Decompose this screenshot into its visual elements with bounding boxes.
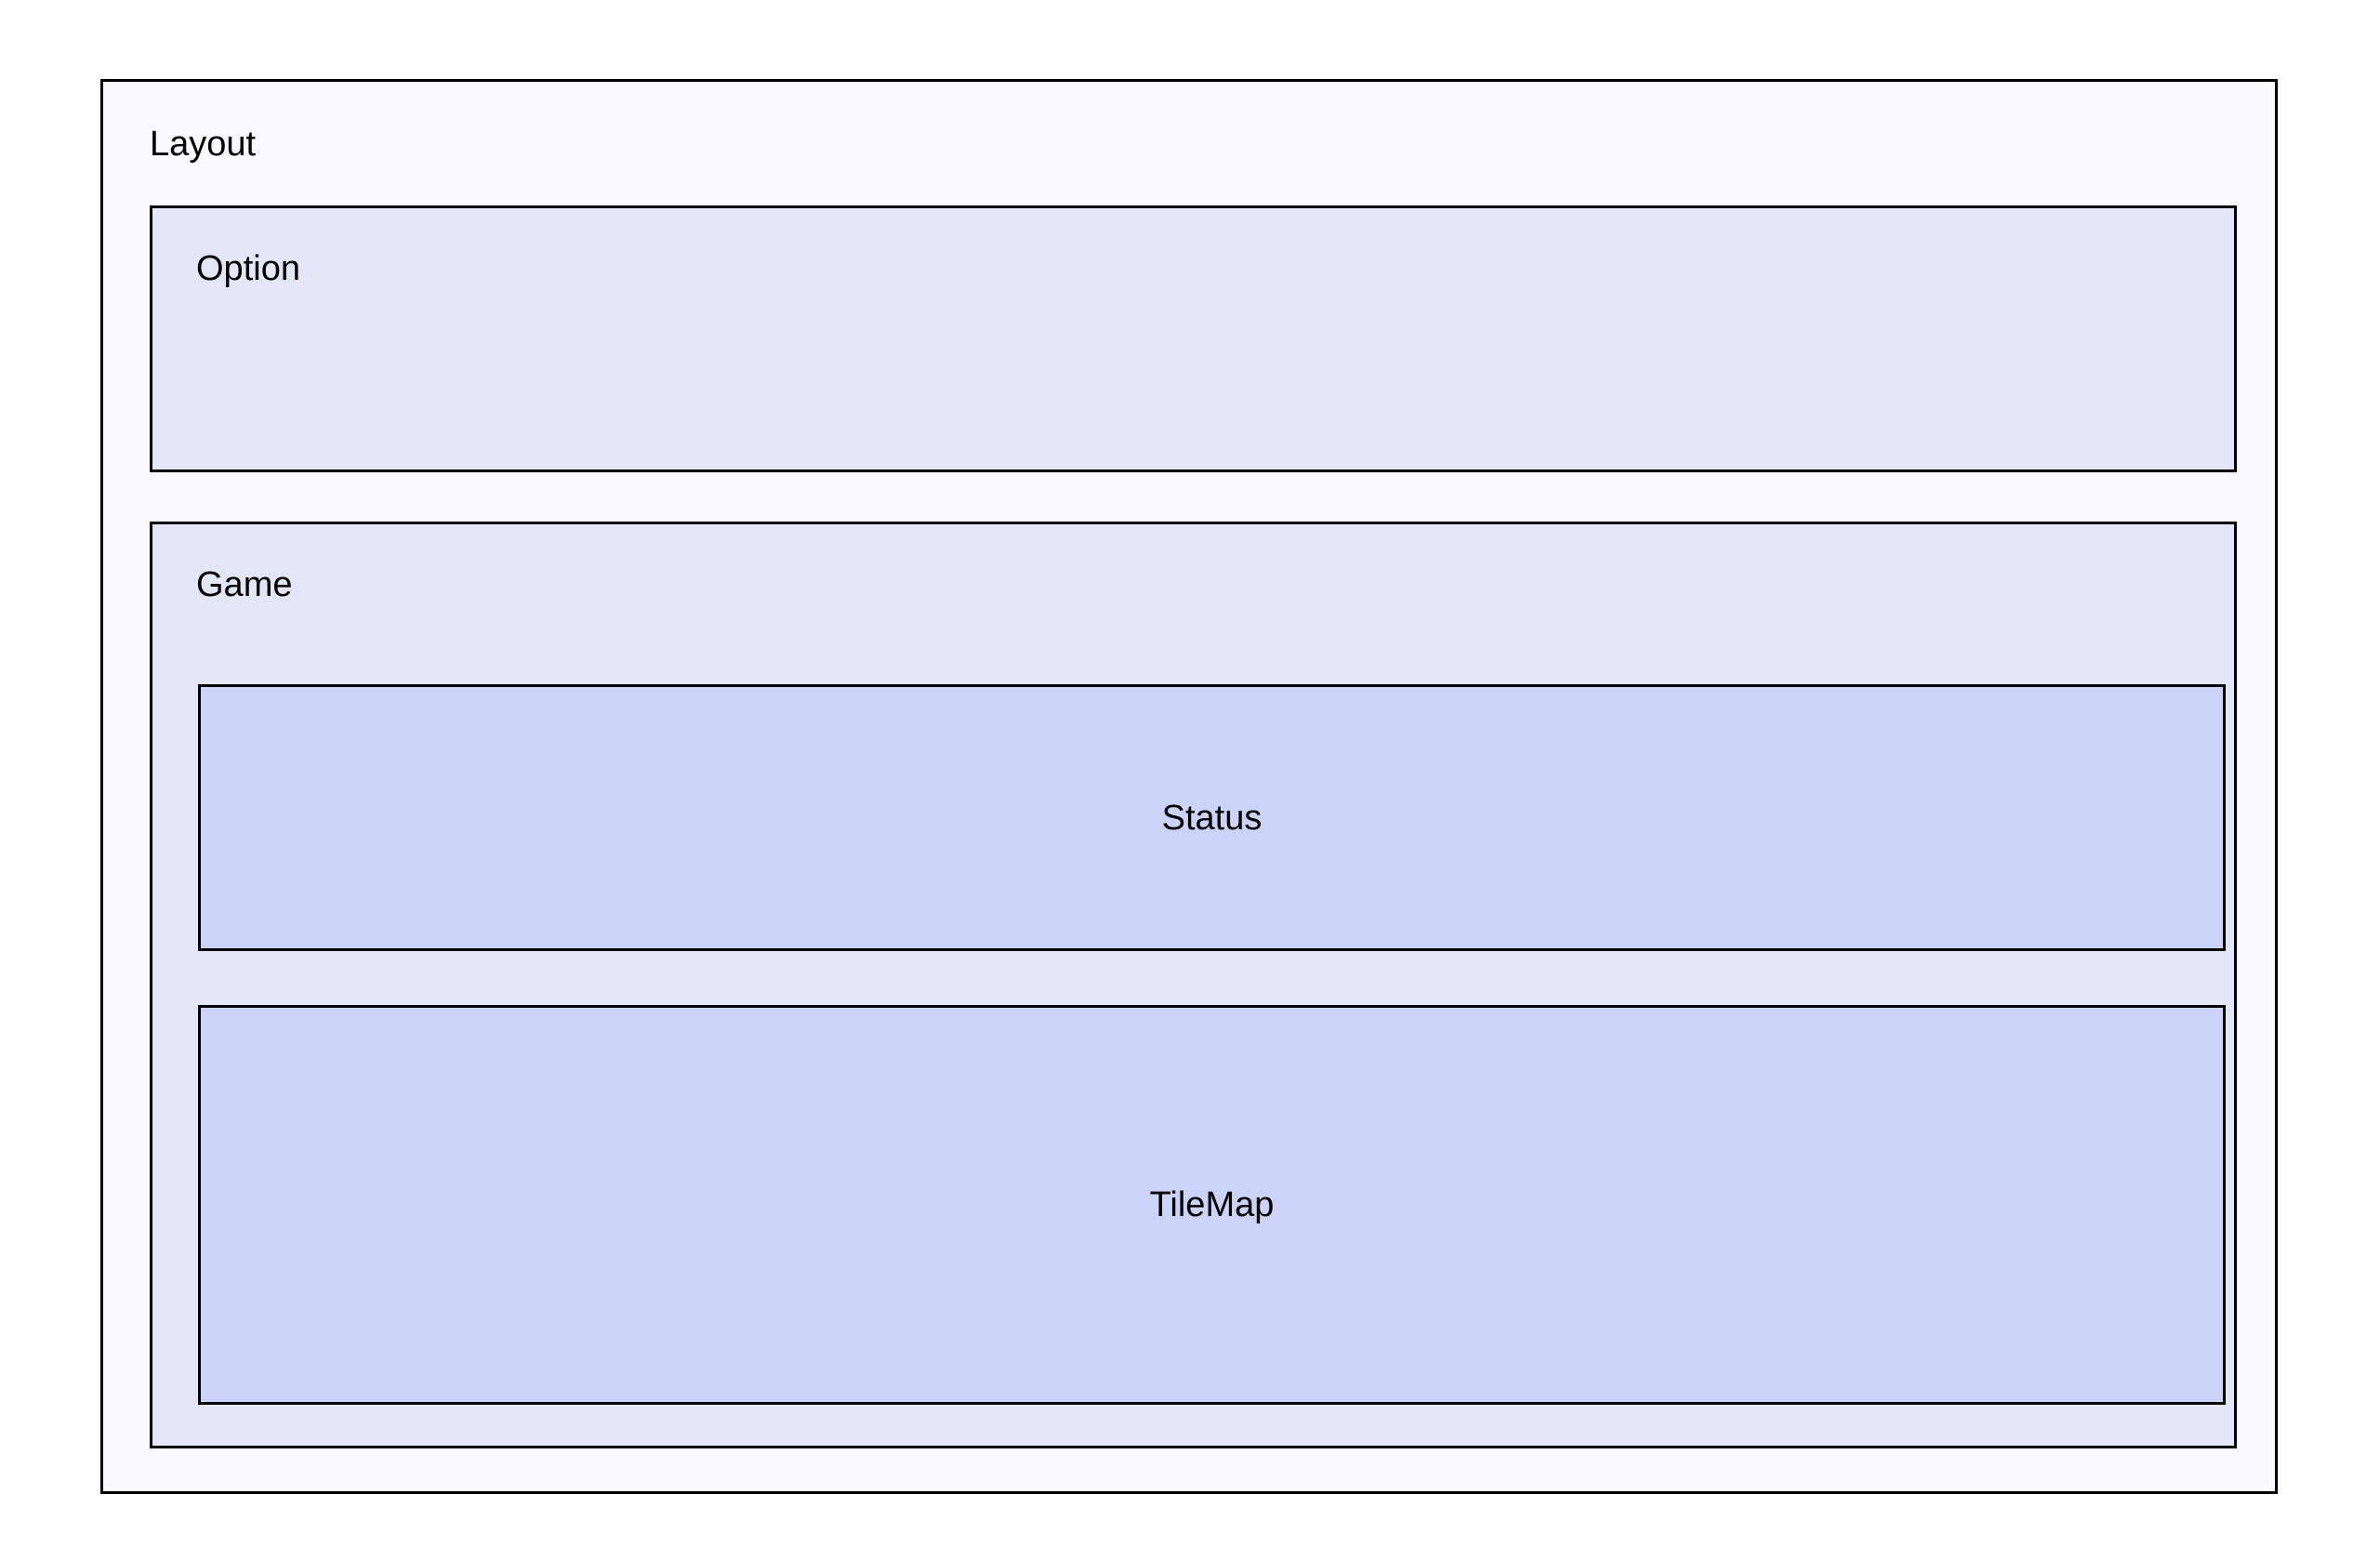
cluster-label-option: Option: [196, 249, 300, 288]
cluster-layout[interactable]: Layout Option Game Status TileMap: [100, 79, 2278, 1494]
node-label-tilemap: TileMap: [1149, 1185, 1275, 1224]
cluster-label-game: Game: [196, 565, 293, 604]
node-tilemap[interactable]: TileMap: [198, 1005, 2226, 1405]
cluster-option[interactable]: Option: [150, 205, 2237, 472]
cluster-label-layout: Layout: [150, 125, 257, 164]
node-status[interactable]: Status: [198, 684, 2226, 951]
cluster-game[interactable]: Game Status TileMap: [150, 522, 2237, 1448]
node-label-status: Status: [1161, 798, 1263, 838]
